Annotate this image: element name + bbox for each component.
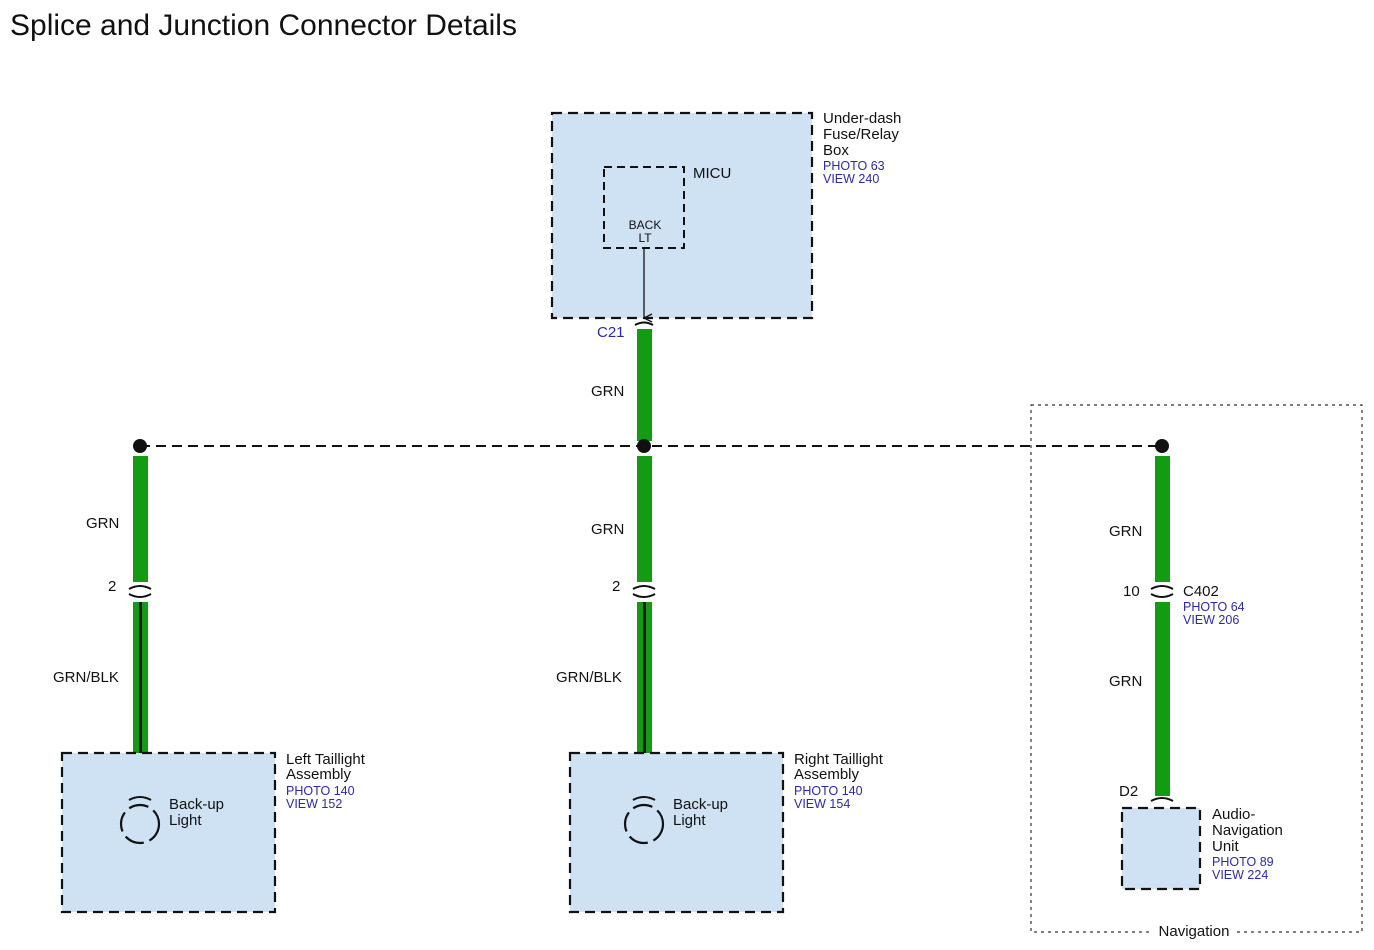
left-backup-light-icon — [119, 803, 161, 845]
svg-text:Assembly: Assembly — [286, 766, 352, 783]
micu-label: MICU — [693, 165, 731, 182]
svg-text:Navigation: Navigation — [1212, 822, 1283, 839]
svg-text:Under-dash: Under-dash — [823, 110, 901, 127]
right-backup-light-icon — [623, 803, 665, 845]
svg-text:Right Taillight: Right Taillight — [794, 751, 884, 768]
left-upper-wire — [133, 456, 148, 582]
left-connector-symbol — [128, 585, 152, 598]
right-taillight-assembly[interactable]: Back-up Light — [568, 751, 785, 914]
svg-text:Audio-: Audio- — [1212, 806, 1255, 823]
center-upper-wire — [637, 456, 652, 582]
svg-text:PHOTO 64: PHOTO 64 — [1183, 600, 1245, 614]
main-wire — [637, 329, 652, 441]
svg-text:VIEW 154: VIEW 154 — [794, 797, 850, 811]
audio-unit-label: Audio- Navigation Unit PHOTO 89 VIEW 224 — [1212, 806, 1283, 882]
micu-block — [603, 166, 685, 249]
svg-text:Unit: Unit — [1212, 838, 1240, 855]
right-backup-light-label-2: Light — [673, 812, 706, 829]
svg-text:VIEW 206: VIEW 206 — [1183, 613, 1239, 627]
right-taillight-label: Right Taillight Assembly PHOTO 140 VIEW … — [794, 751, 884, 811]
navigation-label: Navigation — [1159, 923, 1230, 940]
back-lt-pin-line2: LT — [638, 231, 652, 245]
center-connector-pin: 2 — [612, 578, 620, 595]
left-backup-light-label-2: Light — [169, 812, 202, 829]
splice-point-left — [133, 439, 147, 453]
right-upper-wire — [1155, 456, 1170, 582]
svg-text:C402: C402 — [1183, 583, 1219, 600]
c21-connector-symbol — [634, 321, 654, 326]
right-backup-light-label-1: Back-up — [673, 796, 728, 813]
fuse-box-label: Under-dash Fuse/Relay Box PHOTO 63 VIEW … — [823, 110, 901, 186]
splice-point-right — [1155, 439, 1169, 453]
svg-text:Box: Box — [823, 142, 849, 159]
svg-text:VIEW 152: VIEW 152 — [286, 797, 342, 811]
page-title: Splice and Junction Connector Details — [10, 9, 517, 42]
right-upper-wire-color: GRN — [1109, 523, 1142, 540]
splice-point-center — [637, 439, 651, 453]
left-backup-light-label-1: Back-up — [169, 796, 224, 813]
center-lower-wire-color: GRN/BLK — [556, 669, 622, 686]
svg-text:Left Taillight: Left Taillight — [286, 751, 366, 768]
left-taillight-assembly[interactable]: Back-up Light — [60, 751, 277, 914]
c21-connector-label: C21 — [597, 324, 625, 341]
right-lower-wire-color: GRN — [1109, 673, 1142, 690]
c402-pin: 10 — [1123, 583, 1140, 600]
right-lower-wire — [1155, 602, 1170, 796]
c402-label[interactable]: C402 PHOTO 64 VIEW 206 — [1183, 583, 1245, 627]
back-lt-pin-line1: BACK — [629, 218, 662, 232]
d2-pin: D2 — [1119, 783, 1138, 800]
center-connector-symbol — [632, 585, 656, 598]
left-connector-pin: 2 — [108, 578, 116, 595]
fuse-box-photo-ref: PHOTO 63 — [823, 159, 885, 173]
svg-text:PHOTO 140: PHOTO 140 — [286, 784, 355, 798]
svg-text:PHOTO 140: PHOTO 140 — [794, 784, 863, 798]
center-lower-wire — [637, 602, 652, 796]
main-wire-color: GRN — [591, 383, 624, 400]
audio-navigation-unit[interactable] — [1120, 806, 1202, 891]
d2-connector-symbol — [1150, 797, 1174, 802]
fuse-box-view-ref: VIEW 240 — [823, 172, 879, 186]
center-upper-wire-color: GRN — [591, 521, 624, 538]
left-lower-wire — [133, 602, 148, 796]
c402-connector-symbol — [1150, 585, 1174, 598]
left-taillight-label: Left Taillight Assembly PHOTO 140 VIEW 1… — [286, 751, 366, 811]
svg-text:PHOTO 89: PHOTO 89 — [1212, 855, 1274, 869]
left-upper-wire-color: GRN — [86, 515, 119, 532]
svg-text:Fuse/Relay: Fuse/Relay — [823, 126, 899, 143]
fuse-relay-box[interactable]: MICU BACK LT — [550, 111, 814, 320]
svg-text:VIEW 224: VIEW 224 — [1212, 868, 1268, 882]
left-lower-wire-color: GRN/BLK — [53, 669, 119, 686]
svg-text:Assembly: Assembly — [794, 766, 860, 783]
